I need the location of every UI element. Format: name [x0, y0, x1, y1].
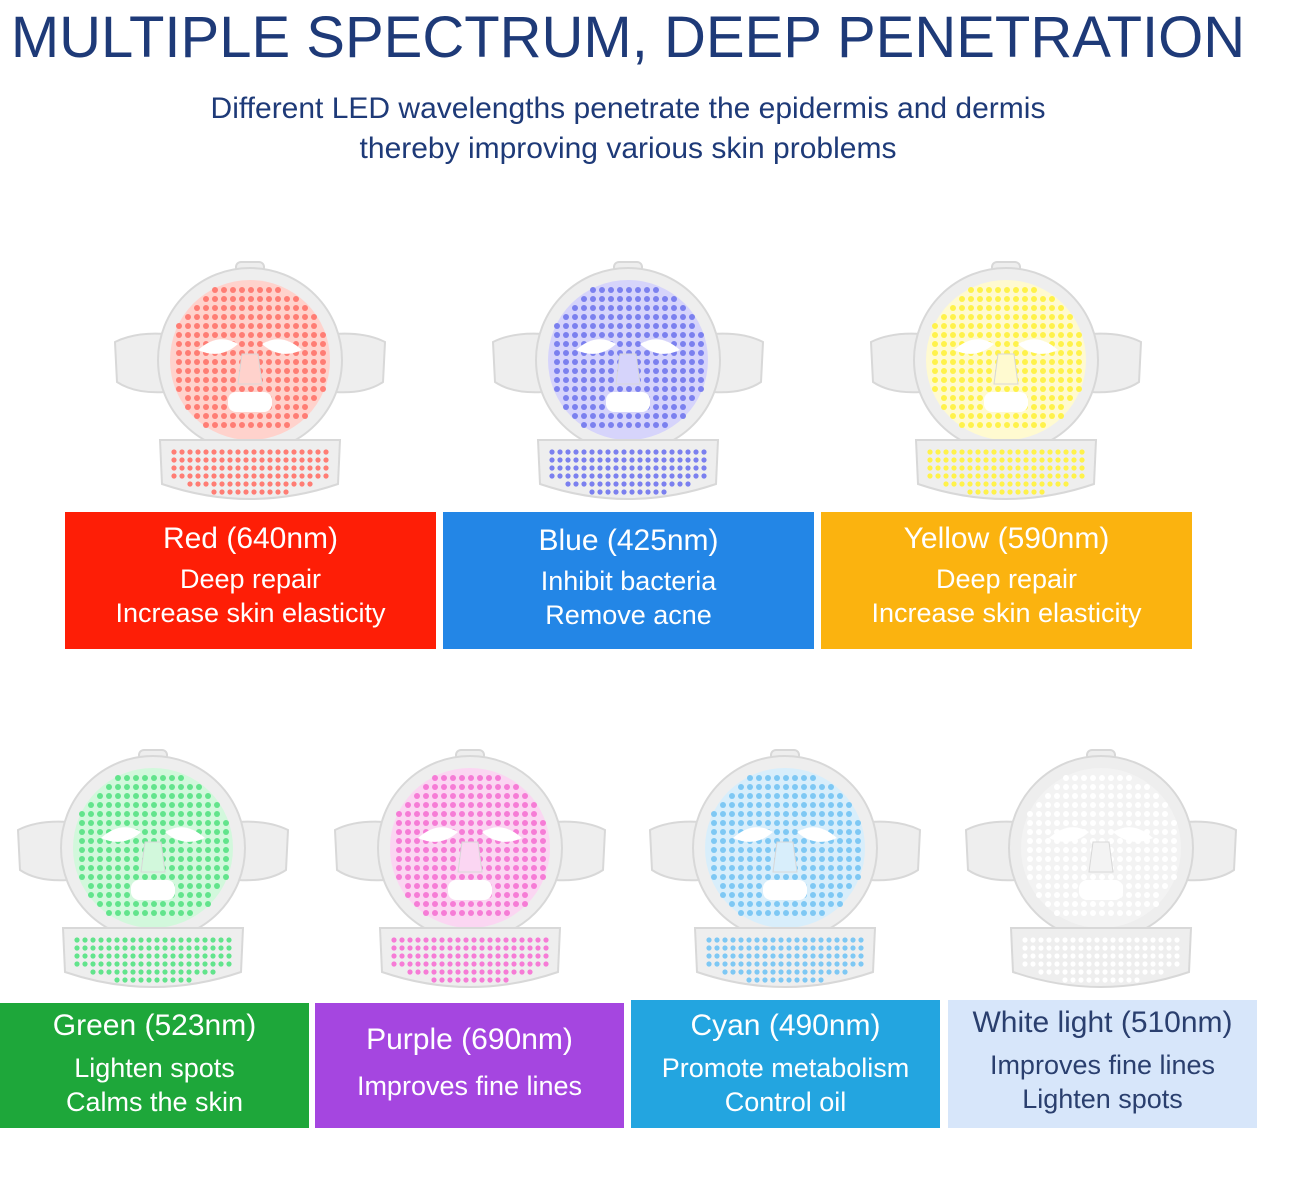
purple-mask-image	[325, 749, 615, 1010]
green-mask-image	[8, 749, 298, 1010]
blue-light-card: Blue (425nm) Inhibit bacteria Remove acn…	[443, 512, 814, 649]
yellow-light-benefit-2: Increase skin elasticity	[871, 598, 1142, 628]
cyan-mask-image	[640, 749, 930, 1010]
purple-light-benefit-1: Improves fine lines	[356, 1071, 583, 1101]
yellow-light-name: Yellow (590nm)	[903, 522, 1110, 555]
purple-light-card: Purple (690nm) Improves fine lines	[315, 1003, 624, 1128]
green-light-benefit-1: Lighten spots	[74, 1053, 235, 1083]
red-light-card: Red (640nm) Deep repair Increase skin el…	[65, 512, 436, 649]
cyan-light-benefit-2: Control oil	[724, 1087, 847, 1117]
red-light-benefit-2: Increase skin elasticity	[115, 598, 386, 628]
subtitle-line-2: thereby improving various skin problems	[359, 132, 897, 165]
white-light-benefit-1: Improves fine lines	[989, 1050, 1216, 1080]
red-mask-image	[105, 261, 395, 522]
blue-light-benefit-2: Remove acne	[545, 600, 712, 630]
yellow-mask-image	[861, 261, 1151, 522]
white-light-card: White light (510nm) Improves fine lines …	[948, 1000, 1257, 1128]
page-title: MULTIPLE SPECTRUM, DEEP PENETRATION	[10, 5, 1246, 70]
white-mask-image	[956, 749, 1246, 1010]
subtitle-line-1: Different LED wavelengths penetrate the …	[210, 92, 1046, 125]
green-light-name: Green (523nm)	[52, 1009, 257, 1042]
red-light-name: Red (640nm)	[162, 522, 339, 555]
green-light-benefit-2: Calms the skin	[65, 1087, 244, 1117]
white-light-benefit-2: Lighten spots	[1022, 1084, 1183, 1114]
red-light-benefit-1: Deep repair	[179, 564, 322, 594]
blue-light-benefit-1: Inhibit bacteria	[540, 566, 717, 596]
blue-light-name: Blue (425nm)	[538, 524, 719, 557]
cyan-light-card: Cyan (490nm) Promote metabolism Control …	[631, 1000, 940, 1128]
cyan-light-name: Cyan (490nm)	[690, 1009, 881, 1042]
green-light-card: Green (523nm) Lighten spots Calms the sk…	[0, 1003, 309, 1128]
blue-mask-image	[483, 261, 773, 522]
purple-light-name: Purple (690nm)	[366, 1023, 573, 1056]
white-light-name: White light (510nm)	[972, 1006, 1233, 1039]
yellow-light-benefit-1: Deep repair	[935, 564, 1078, 594]
cyan-light-benefit-1: Promote metabolism	[661, 1053, 910, 1083]
yellow-light-card: Yellow (590nm) Deep repair Increase skin…	[821, 512, 1192, 649]
